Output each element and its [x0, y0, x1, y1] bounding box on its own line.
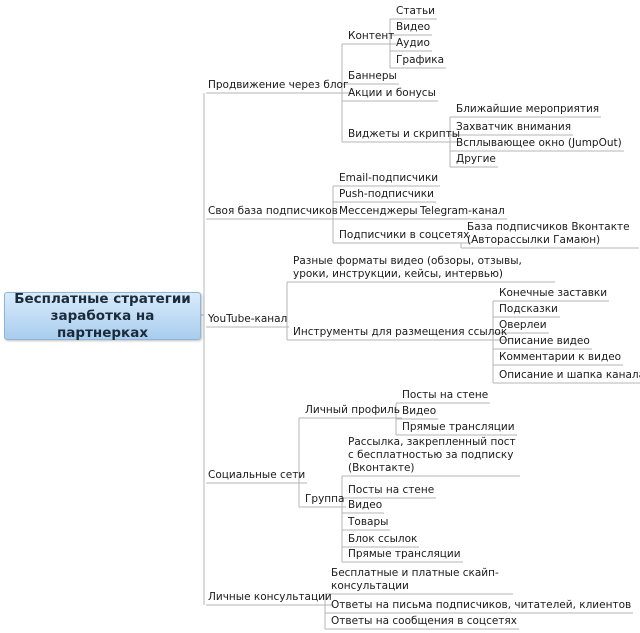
topic-blog-promotion[interactable]: Продвижение через блог [208, 79, 349, 91]
topic-youtube-channel[interactable]: YouTube-канал [208, 313, 288, 325]
leaf-group-live-streams[interactable]: Прямые трансляции [348, 548, 461, 560]
topic-subscriber-base[interactable]: Своя база подписчиков [208, 205, 338, 217]
leaf-profile-video[interactable]: Видео [402, 405, 437, 417]
leaf-end-screens[interactable]: Конечные заставки [499, 287, 608, 299]
leaf-video-description[interactable]: Описание видео [499, 335, 590, 347]
subtopic-video-formats[interactable]: Разные форматы видео (обзоры, отзывы, ур… [293, 255, 522, 280]
leaf-attention-grabber[interactable]: Захватчик внимания [456, 121, 572, 133]
leaf-group-wall-posts[interactable]: Посты на стене [348, 484, 435, 496]
leaf-group-products[interactable]: Товары [348, 516, 389, 528]
subtopic-banners[interactable]: Баннеры [348, 70, 397, 82]
leaf-group-mailing[interactable]: Рассылка, закрепленный пост с бесплатнос… [348, 436, 516, 474]
topic-personal-consultations[interactable]: Личные консультации [208, 591, 332, 603]
leaf-vk-subscriber-base[interactable]: База подписчиков Вконтакте (Авторассылки… [467, 221, 630, 246]
leaf-upcoming-events[interactable]: Ближайшие мероприятия [456, 103, 600, 115]
subtopic-social-subscribers[interactable]: Подписчики в соцсетях [339, 229, 470, 241]
leaf-group-links-block[interactable]: Блок ссылок [348, 533, 418, 545]
subtopic-group[interactable]: Группа [305, 493, 345, 505]
leaf-overlays[interactable]: Оверлеи [499, 319, 547, 331]
subtopic-widgets[interactable]: Виджеты и скрипты [348, 128, 460, 140]
leaf-channel-description[interactable]: Описание и шапка канала [499, 369, 640, 381]
subtopic-email-subscribers[interactable]: Email-подписчики [339, 172, 439, 184]
leaf-profile-live-streams[interactable]: Прямые трансляции [402, 421, 515, 433]
leaf-email-replies[interactable]: Ответы на письма подписчиков, читателей,… [331, 599, 632, 611]
leaf-video-comments[interactable]: Комментарии к видео [499, 351, 622, 363]
leaf-social-message-replies[interactable]: Ответы на сообщения в соцсетях [331, 615, 517, 627]
subtopic-link-tools[interactable]: Инструменты для размещения ссылок [293, 326, 508, 338]
leaf-telegram-channel[interactable]: Telegram-канал [420, 205, 505, 217]
leaf-popup-window[interactable]: Всплывающее окно (JumpOut) [456, 137, 622, 149]
subtopic-messengers[interactable]: Мессенджеры [339, 205, 418, 217]
subtopic-push-subscribers[interactable]: Push-подписчики [339, 188, 434, 200]
leaf-other-widgets[interactable]: Другие [456, 153, 496, 165]
subtopic-promotions[interactable]: Акции и бонусы [348, 87, 436, 99]
leaf-group-video[interactable]: Видео [348, 499, 383, 511]
leaf-skype-consultations[interactable]: Бесплатные и платные скайп-консультации [331, 567, 499, 592]
subtopic-content[interactable]: Контент [348, 30, 395, 42]
leaf-articles[interactable]: Статьи [396, 5, 436, 17]
leaf-video[interactable]: Видео [396, 21, 431, 33]
topic-social-networks[interactable]: Социальные сети [208, 469, 306, 481]
subtopic-personal-profile[interactable]: Личный профиль [305, 404, 400, 416]
leaf-graphics[interactable]: Графика [396, 54, 445, 66]
leaf-cards[interactable]: Подсказки [499, 303, 558, 315]
leaf-audio[interactable]: Аудио [396, 37, 430, 49]
root-topic[interactable]: Бесплатные стратегии заработка на партне… [4, 291, 201, 341]
leaf-profile-wall-posts[interactable]: Посты на стене [402, 389, 489, 401]
